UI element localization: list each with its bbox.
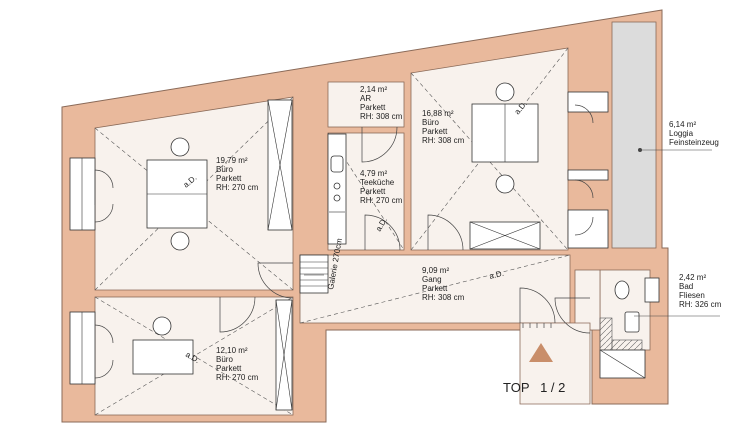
label-gang: 9,09 m² Gang Parkett RH: 308 cm	[422, 266, 465, 302]
chair-icon	[495, 174, 515, 194]
room-floor: Parkett	[216, 364, 242, 373]
room-flur-bad	[574, 269, 601, 331]
furniture	[132, 82, 646, 411]
room-use: Loggia	[669, 129, 694, 138]
window-loggia-upper	[567, 91, 609, 113]
room-area: 2,42 m²	[679, 273, 706, 282]
room-ar	[327, 81, 405, 128]
room-use: Bad	[679, 282, 693, 291]
label-buero-2: 16,88 m² Büro Parkett RH: 308 cm	[422, 109, 465, 145]
label-loggia: 6,14 m² Loggia Feinsteinzeug	[669, 120, 719, 147]
room-use: Büro	[422, 118, 439, 127]
chair-icon	[495, 82, 515, 102]
ad-label: a.D.	[488, 269, 504, 281]
window-bad	[644, 277, 660, 303]
door-swings	[94, 104, 594, 379]
windows	[69, 91, 660, 385]
label-bad: 2,42 m² Bad Fliesen RH: 326 cm	[679, 273, 722, 309]
label-ar: 2,14 m² AR Parkett RH: 308 cm	[360, 85, 403, 121]
window-loggia-mid	[567, 169, 609, 181]
unit-label: TOP 1 / 2	[503, 380, 565, 395]
room-use: Büro	[216, 165, 233, 174]
room-floor: Fliesen	[679, 291, 705, 300]
room-height: RH: 308 cm	[422, 293, 465, 302]
label-teekueche: 4,79 m² Teeküche Parkett RH: 270 cm	[360, 169, 403, 205]
room-entrance	[519, 322, 591, 405]
room-floor: Feinsteinzeug	[669, 138, 719, 147]
room-height: RH: 270 cm	[216, 183, 259, 192]
stove-icon	[333, 194, 341, 202]
window-left-upper	[69, 157, 96, 231]
window-left-lower	[69, 311, 96, 385]
chair-icon	[170, 231, 190, 251]
entrance-arrow-icon	[529, 343, 553, 362]
room-use: Teeküche	[360, 178, 395, 187]
room-area: 19,79 m²	[216, 156, 248, 165]
label-buero-3: 12,10 m² Büro Parkett RH: 270 cm	[216, 346, 259, 382]
room-floor: Parkett	[216, 174, 242, 183]
room-height: RH: 270 cm	[216, 373, 259, 382]
room-floor: Parkett	[422, 284, 448, 293]
room-use: AR	[360, 94, 371, 103]
room-height: RH: 270 cm	[360, 196, 403, 205]
hatched-areas	[599, 317, 643, 351]
washbasin-icon	[624, 311, 640, 333]
chair-icon	[170, 137, 190, 157]
room-area: 9,09 m²	[422, 266, 449, 275]
toilet-icon	[614, 280, 630, 300]
room-height: RH: 308 cm	[422, 136, 465, 145]
chair-icon	[152, 316, 172, 336]
room-area: 2,14 m²	[360, 85, 387, 94]
loggia-drain-icon	[638, 148, 642, 152]
room-use: Büro	[216, 355, 233, 364]
room-area: 6,14 m²	[669, 120, 696, 129]
label-buero-1: 19,79 m² Büro Parkett RH: 270 cm	[216, 156, 259, 192]
room-height: RH: 308 cm	[360, 112, 403, 121]
room-floor: Parkett	[360, 187, 386, 196]
room-height: RH: 326 cm	[679, 300, 722, 309]
stove-icon	[333, 182, 341, 190]
room-use: Gang	[422, 275, 442, 284]
entrance-marks	[522, 323, 552, 328]
sink-icon	[330, 155, 344, 173]
room-loggia	[611, 21, 657, 249]
room-floor: Parkett	[422, 127, 448, 136]
room-floor: Parkett	[360, 103, 386, 112]
room-area: 16,88 m²	[422, 109, 454, 118]
room-area: 4,79 m²	[360, 169, 387, 178]
room-area: 12,10 m²	[216, 346, 248, 355]
desk-buero-3	[132, 339, 194, 375]
